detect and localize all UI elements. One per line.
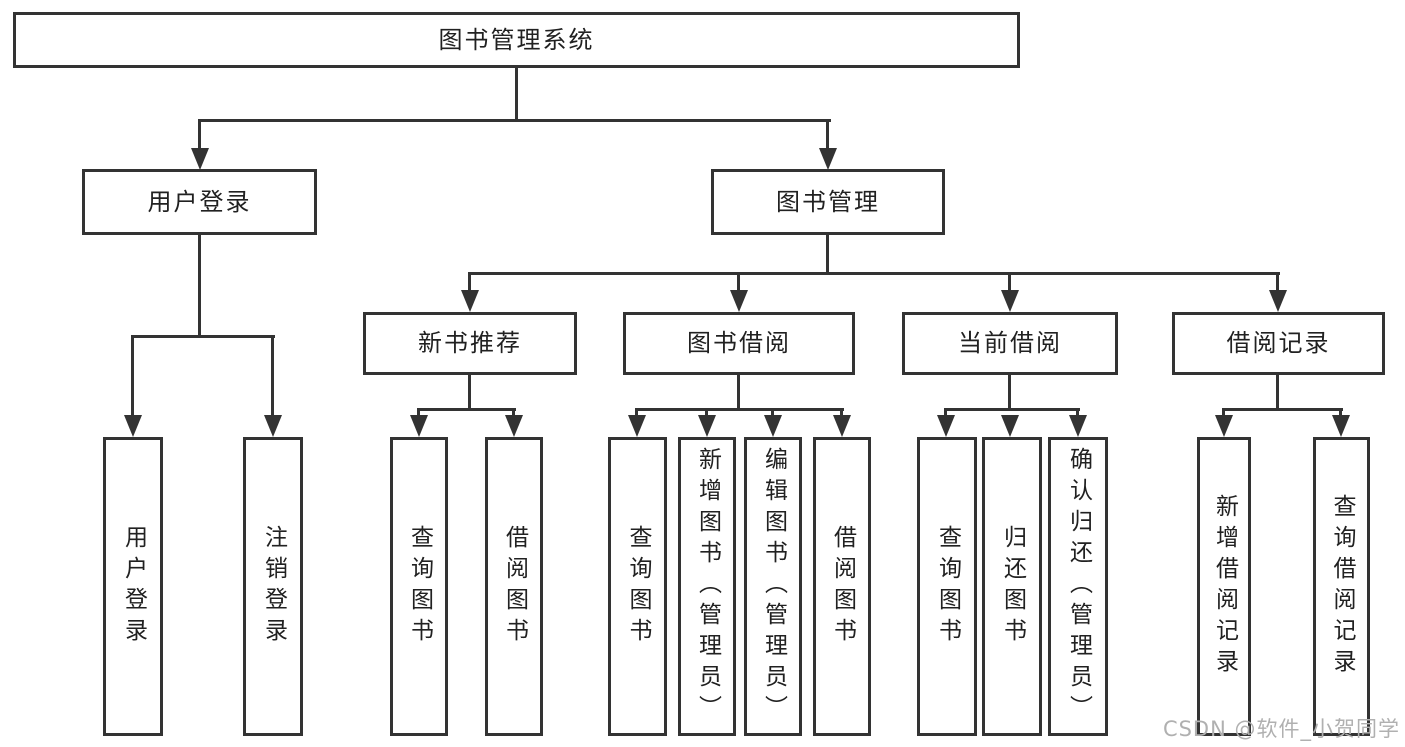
arrowhead (833, 415, 851, 437)
node-library-management-system: 图书管理系统 (13, 12, 1020, 68)
connector (944, 408, 947, 420)
leaf-user-login: 用户登录 (103, 437, 163, 736)
arrowhead (461, 290, 479, 312)
connector (635, 408, 638, 420)
leaf-return-books: 归还图书 (982, 437, 1042, 736)
connector (636, 408, 844, 411)
connector (771, 408, 774, 420)
connector (131, 335, 134, 420)
node-user-login: 用户登录 (82, 169, 317, 235)
watermark: CSDN @软件_小贺同学 (1162, 717, 1400, 741)
connector (826, 233, 829, 275)
connector (132, 335, 275, 338)
leaf-query-books: 查询图书 (608, 437, 667, 736)
leaf-add-borrow-record: 新增借阅记录 (1197, 437, 1251, 736)
connector (737, 272, 740, 295)
connector (417, 408, 420, 420)
leaf-query-books: 查询图书 (917, 437, 977, 736)
connector (512, 408, 515, 420)
arrowhead (1001, 290, 1019, 312)
leaf-edit-books-admin: 编辑图书（管理员） (744, 437, 802, 736)
arrowhead (730, 290, 748, 312)
connector (1276, 373, 1279, 411)
arrowhead (937, 415, 955, 437)
leaf-confirm-return-admin: 确认归还（管理员） (1048, 437, 1108, 736)
node-new-book-recommendation: 新书推荐 (363, 312, 577, 375)
node-current-borrowing: 当前借阅 (902, 312, 1118, 375)
connector (1222, 408, 1225, 420)
leaf-add-books-admin: 新增图书（管理员） (678, 437, 736, 736)
node-borrowing-records: 借阅记录 (1172, 312, 1385, 375)
connector (198, 119, 201, 154)
arrowhead (628, 415, 646, 437)
leaf-query-books: 查询图书 (390, 437, 448, 736)
connector (1339, 408, 1342, 420)
connector (469, 272, 1280, 275)
arrowhead (1001, 415, 1019, 437)
connector (418, 408, 516, 411)
connector (1008, 373, 1011, 411)
leaf-query-borrow-record: 查询借阅记录 (1313, 437, 1370, 736)
connector (199, 119, 831, 122)
connector (826, 119, 829, 154)
node-book-management: 图书管理 (711, 169, 945, 235)
arrowhead (764, 415, 782, 437)
arrowhead (124, 415, 142, 437)
connector (1008, 272, 1011, 295)
connector (468, 272, 471, 295)
connector (271, 335, 274, 420)
leaf-borrow-books: 借阅图书 (813, 437, 871, 736)
connector (515, 65, 518, 122)
arrowhead (1215, 415, 1233, 437)
arrowhead (410, 415, 428, 437)
leaf-logout: 注销登录 (243, 437, 303, 736)
arrowhead (505, 415, 523, 437)
node-book-borrowing: 图书借阅 (623, 312, 855, 375)
arrowhead (819, 148, 837, 170)
arrowhead (698, 415, 716, 437)
connector (198, 233, 201, 338)
connector (737, 373, 740, 411)
leaf-borrow-books: 借阅图书 (485, 437, 543, 736)
connector (945, 408, 1080, 411)
arrowhead (191, 148, 209, 170)
connector (1223, 408, 1343, 411)
connector (468, 373, 471, 411)
arrowhead (264, 415, 282, 437)
arrowhead (1269, 290, 1287, 312)
connector (705, 408, 708, 420)
arrowhead (1069, 415, 1087, 437)
connector (840, 408, 843, 420)
connector (1076, 408, 1079, 420)
arrowhead (1332, 415, 1350, 437)
connector (1276, 272, 1279, 295)
